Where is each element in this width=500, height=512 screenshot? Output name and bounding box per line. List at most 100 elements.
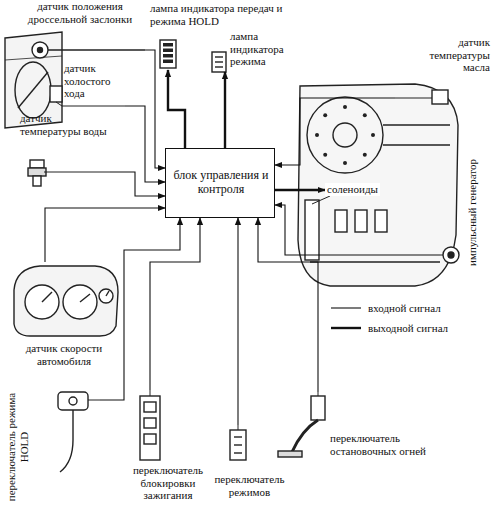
output-signal-line (275, 189, 325, 191)
lamp-node: лампа индикатора режима (210, 30, 300, 72)
transmission (307, 97, 383, 173)
stop-light-switch (278, 392, 325, 457)
mode-switch (238, 425, 239, 430)
input-signal-line (258, 218, 318, 392)
control-unit-box: блок управления и контроля (165, 148, 275, 218)
transmission (383, 124, 450, 125)
water-temp-sensor (33, 176, 41, 186)
node-label: импульсный генератор (466, 153, 479, 272)
throttle-body (15, 62, 51, 118)
bolt-pattern (363, 113, 367, 117)
mode-switch (234, 452, 242, 453)
stop-light-switch (278, 451, 302, 457)
transmission (310, 261, 440, 262)
speedometer (25, 285, 59, 319)
transmission (298, 84, 458, 286)
node-label: переключатель режимов (212, 473, 287, 498)
legend-label: входной сигнал (368, 302, 441, 314)
node-label: переключатель остановочных огней (330, 432, 430, 457)
mode-indicator-lamp (212, 52, 226, 72)
gear-indicator-lamp (163, 49, 173, 53)
node-label: датчик положения дроссельной заслонки (15, 0, 145, 25)
throttle-body (5, 56, 62, 60)
gear-indicator-lamp (160, 40, 176, 68)
speedometer (99, 289, 113, 303)
solenoid-symbol (335, 210, 347, 232)
legend-line (330, 323, 362, 333)
sensor-node: импульсный генератор (440, 150, 498, 275)
sensor-node: датчик скорости автомобиля (10, 262, 118, 380)
mode-indicator-lamp (212, 52, 226, 72)
gear-indicator-lamp (163, 43, 173, 47)
hold-switch (60, 410, 73, 472)
solenoid-symbol (375, 210, 387, 232)
transmission (298, 84, 458, 286)
bolt-pattern (363, 153, 367, 157)
input-signal-line (275, 98, 395, 165)
speedometer (80, 294, 90, 302)
switch-node: переключатель режима HOLD (5, 385, 100, 509)
bolt-pattern (343, 105, 347, 109)
hold-switch (58, 392, 88, 410)
node-label: датчик скорости автомобиля (10, 342, 118, 367)
node-label: датчик температуры масла (407, 36, 490, 74)
sensor-node: датчик холостого хода (48, 62, 125, 112)
oil-temp-sensor (395, 98, 432, 99)
water-temp-sensor (30, 160, 44, 168)
idle-sensor (56, 102, 62, 106)
bolt-pattern (323, 153, 327, 157)
input-signal-line (237, 218, 238, 425)
ignition-switch (144, 434, 156, 444)
transmission (312, 196, 330, 204)
mode-indicator-lamp (215, 61, 223, 62)
input-signal-line (45, 208, 165, 262)
mode-switch (234, 444, 242, 445)
ignition-switch (144, 418, 156, 428)
bolt-pattern (315, 133, 319, 137)
mode-switch (234, 436, 242, 437)
mode-indicator-lamp (215, 66, 223, 67)
gear-indicator-lamp (163, 54, 173, 58)
throttle-body (18, 72, 48, 108)
ignition-switch (144, 402, 156, 412)
input-signal-line (275, 205, 440, 255)
node-label: блок управления и контроля (170, 169, 272, 197)
bolt-pattern (315, 105, 375, 165)
switch-node: переключатель остановочных огней (270, 392, 430, 470)
throttle-body (38, 48, 43, 53)
gear-indicator-lamp (163, 60, 173, 64)
legend-line (331, 327, 361, 329)
illustration (5, 32, 459, 472)
stop-light-switch (311, 396, 325, 420)
oil-temp-sensor (432, 90, 448, 104)
solenoid-symbol (355, 210, 367, 232)
hold-switch (88, 400, 100, 401)
sensor-wire (48, 49, 145, 50)
sensor-node: датчик температуры масла (395, 36, 492, 108)
gear-indicator-lamp (160, 40, 176, 68)
solenoid-symbol (335, 210, 387, 232)
mode-switch (230, 425, 246, 460)
speedometer (42, 292, 52, 302)
legend-row: выходной сигнал (330, 318, 448, 338)
hold-switch (69, 397, 77, 405)
stop-light-switch (318, 392, 319, 396)
pulse-generator (440, 247, 459, 263)
node-label: переключатель режима HOLD (5, 387, 30, 507)
ignition-switch (140, 396, 160, 460)
sensor-node: датчик положения дроссельной заслонки (15, 0, 145, 70)
legend-line (331, 307, 361, 308)
bolt-pattern (343, 161, 347, 165)
input-signal-line (110, 172, 165, 196)
speedometer (14, 266, 118, 336)
speedometer (106, 291, 109, 296)
legend-line (330, 303, 362, 313)
node-label: лампа индикатора передач и режима HOLD (150, 2, 285, 27)
pulse-generator (440, 255, 443, 256)
idle-sensor (62, 106, 125, 107)
ignition-switch (140, 390, 160, 460)
input-signal-line (100, 218, 180, 400)
throttle-body (32, 42, 48, 58)
water-temp-sensor (28, 160, 110, 186)
water-temp-sensor (44, 172, 110, 173)
